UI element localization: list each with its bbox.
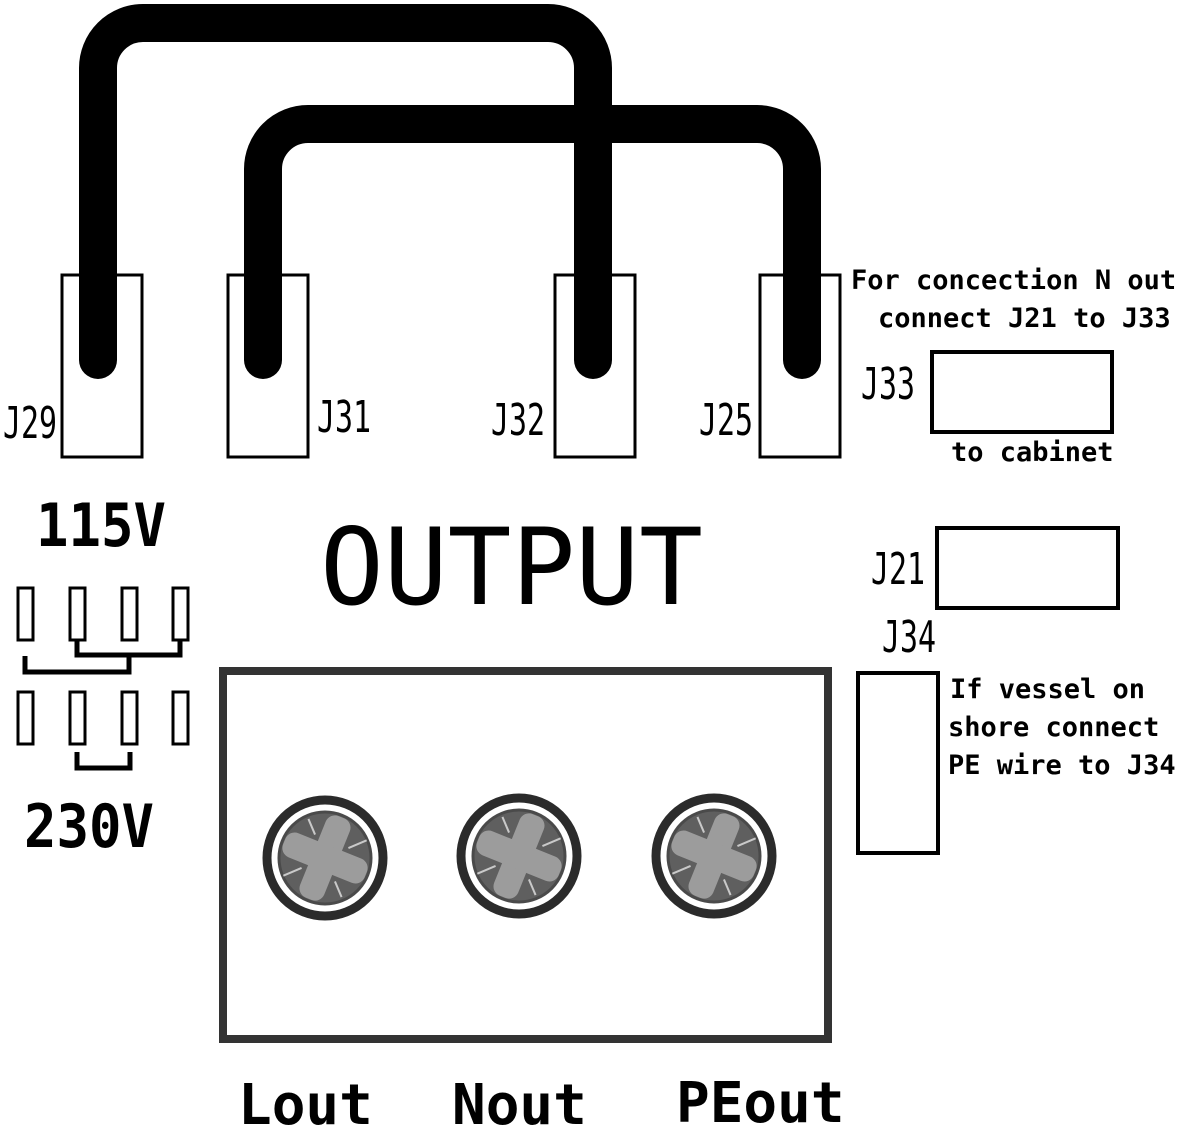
voltage-115-label: 115V xyxy=(36,491,167,561)
note-vessel-line2: shore connect xyxy=(948,712,1160,743)
output-title: OUTPUT xyxy=(320,506,703,629)
note-vessel-line1: If vessel on xyxy=(950,674,1146,705)
j32-label: J32 xyxy=(491,395,546,446)
note-vessel-line3: PE wire to J34 xyxy=(948,750,1176,781)
note-n-out-line1: For concection N out xyxy=(851,265,1177,296)
j21-label: J21 xyxy=(871,544,926,595)
pin xyxy=(16,690,35,746)
pin-diagram-115v xyxy=(16,586,190,675)
j34-label: J34 xyxy=(882,612,937,663)
socket-j21 xyxy=(935,526,1120,610)
pin xyxy=(120,690,139,746)
phillips-screw-icon-peout xyxy=(651,793,777,919)
pin xyxy=(171,690,190,746)
bridge-link xyxy=(74,640,183,658)
note-n-out-line2: connect J21 to J33 xyxy=(878,303,1171,334)
pin xyxy=(120,586,139,642)
pin xyxy=(16,586,35,642)
voltage-230-label: 230V xyxy=(24,792,155,862)
pin xyxy=(68,586,87,642)
bridge-link xyxy=(22,655,132,675)
pin xyxy=(68,690,87,746)
wire-j31-to-j25 xyxy=(244,105,821,379)
terminal-label-peout: PEout xyxy=(676,1071,845,1129)
terminal-label-lout: Lout xyxy=(238,1073,373,1129)
j33-label: J33 xyxy=(861,359,916,410)
jumper-socket-j34 xyxy=(856,671,940,855)
phillips-screw-icon-nout xyxy=(456,793,582,919)
j29-label: J29 xyxy=(3,398,58,449)
to-cabinet-label: to cabinet xyxy=(951,437,1114,468)
wire-j29-to-j32 xyxy=(79,4,612,379)
phillips-screw-icon-lout xyxy=(262,795,388,921)
terminal-label-nout: Nout xyxy=(452,1073,587,1129)
j31-label: J31 xyxy=(317,392,372,443)
j25-label: J25 xyxy=(699,395,754,446)
pin xyxy=(171,586,190,642)
bridge-link xyxy=(74,752,133,771)
socket-j33 xyxy=(930,350,1114,434)
pin-diagram-230v xyxy=(16,690,190,771)
